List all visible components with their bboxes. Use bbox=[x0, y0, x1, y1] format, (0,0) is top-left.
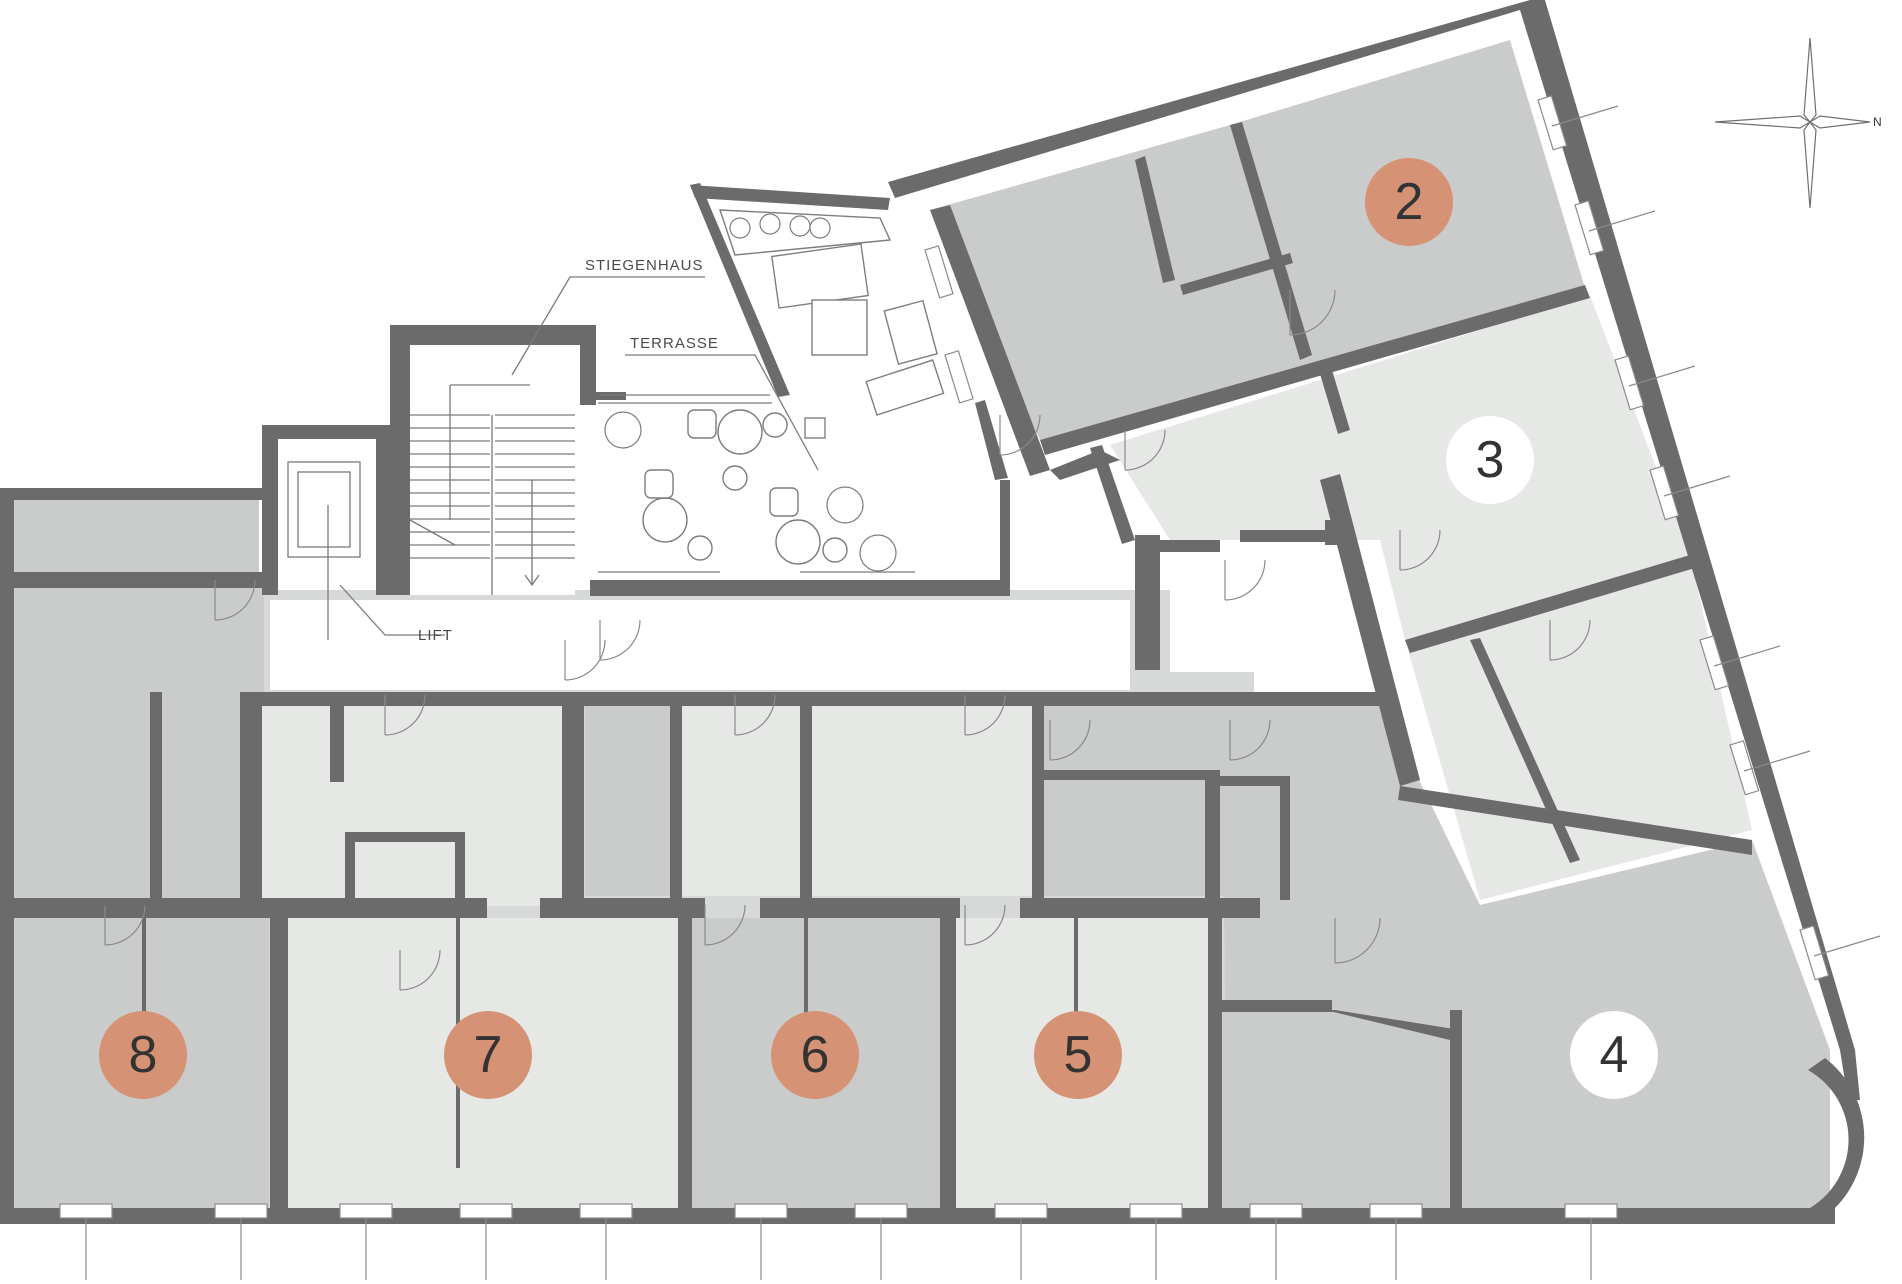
table-icon bbox=[775, 519, 821, 565]
unit-number: 2 bbox=[1395, 173, 1424, 231]
window-swing bbox=[1551, 105, 1619, 127]
door-swing bbox=[964, 694, 1006, 736]
window bbox=[924, 245, 954, 299]
terrace-furniture bbox=[598, 209, 945, 573]
window bbox=[1729, 740, 1760, 796]
unit-2-area[interactable] bbox=[930, 40, 1585, 440]
window bbox=[459, 1203, 513, 1219]
facade-windows bbox=[924, 95, 1881, 981]
unit-badge-3[interactable]: 3 bbox=[1446, 416, 1534, 504]
plant-icon bbox=[789, 215, 811, 237]
table-icon bbox=[717, 409, 763, 455]
north-label: N bbox=[1873, 115, 1882, 129]
chair-icon bbox=[722, 465, 748, 491]
doors bbox=[104, 289, 1591, 991]
chair-icon bbox=[687, 409, 717, 439]
plant-icon bbox=[809, 217, 831, 239]
window-swing bbox=[1588, 210, 1656, 232]
door-swing bbox=[1289, 289, 1336, 336]
window bbox=[59, 1203, 113, 1219]
window bbox=[339, 1203, 393, 1219]
unit-number: 7 bbox=[474, 1026, 503, 1084]
door-swing bbox=[104, 904, 146, 946]
door-swing bbox=[1229, 719, 1271, 761]
plant-icon bbox=[859, 534, 897, 572]
unit-number: 6 bbox=[801, 1026, 830, 1084]
window-swing bbox=[1628, 365, 1696, 387]
unit-badge-7[interactable]: 7 bbox=[444, 1011, 532, 1099]
sofa-icon bbox=[883, 299, 938, 366]
window bbox=[1564, 1203, 1618, 1219]
bottom-windows bbox=[59, 1203, 1618, 1280]
unit-number: 8 bbox=[129, 1026, 158, 1084]
door-swing bbox=[564, 639, 606, 681]
unit-number: 5 bbox=[1064, 1026, 1093, 1084]
door-swing bbox=[599, 619, 641, 661]
plant-icon bbox=[826, 486, 864, 524]
door-swing bbox=[999, 414, 1041, 456]
door-swing bbox=[399, 949, 441, 991]
door-swing bbox=[1124, 429, 1166, 471]
compass-rose-icon: N bbox=[1714, 37, 1882, 209]
window-swing bbox=[1743, 750, 1811, 772]
window bbox=[1614, 355, 1645, 411]
unit-badge-5[interactable]: 5 bbox=[1034, 1011, 1122, 1099]
window bbox=[994, 1203, 1048, 1219]
window-swing bbox=[1713, 645, 1781, 667]
unit-number: 4 bbox=[1600, 1026, 1629, 1084]
unit-badge-8[interactable]: 8 bbox=[99, 1011, 187, 1099]
labels: STIEGENHAUS TERRASSE LIFT bbox=[339, 257, 819, 644]
window bbox=[1574, 200, 1605, 256]
window bbox=[854, 1203, 908, 1219]
plant-icon bbox=[604, 411, 642, 449]
door-swing bbox=[214, 579, 256, 621]
unit-badges: 2 3 4 5 6 7 8 bbox=[99, 158, 1658, 1099]
stairwell-label: STIEGENHAUS bbox=[585, 257, 704, 274]
door-swing bbox=[1334, 917, 1381, 964]
unit-badge-6[interactable]: 6 bbox=[771, 1011, 859, 1099]
terrace-label: TERRASSE bbox=[630, 335, 719, 352]
chair-icon bbox=[762, 412, 788, 438]
table-icon bbox=[642, 497, 688, 543]
walls bbox=[0, 0, 1865, 1224]
staircase bbox=[409, 384, 575, 595]
window bbox=[1699, 635, 1730, 691]
window bbox=[1129, 1203, 1183, 1219]
window bbox=[1537, 95, 1568, 151]
door-swing bbox=[704, 904, 746, 946]
window-swing bbox=[1663, 475, 1731, 497]
chair-icon bbox=[769, 487, 799, 517]
chair-icon bbox=[644, 469, 674, 499]
unit-badge-4[interactable]: 4 bbox=[1570, 1011, 1658, 1099]
door-swing bbox=[1399, 529, 1441, 571]
door-swing bbox=[1549, 619, 1591, 661]
window-swing bbox=[1813, 935, 1881, 957]
window bbox=[1249, 1203, 1303, 1219]
door-swing bbox=[1224, 559, 1266, 601]
unit-3-area[interactable] bbox=[1110, 296, 1690, 640]
door-swing bbox=[734, 694, 776, 736]
window bbox=[944, 350, 974, 404]
window bbox=[1649, 465, 1680, 521]
plant-icon bbox=[759, 213, 781, 235]
chair-icon bbox=[687, 535, 713, 561]
window bbox=[579, 1203, 633, 1219]
lift-shaft bbox=[287, 461, 361, 640]
unit-badge-2[interactable]: 2 bbox=[1365, 158, 1453, 246]
window bbox=[214, 1203, 268, 1219]
plant-icon bbox=[729, 217, 751, 239]
table-icon bbox=[811, 299, 868, 356]
lift-label: LIFT bbox=[418, 627, 453, 644]
window bbox=[734, 1203, 788, 1219]
door-swing bbox=[964, 904, 1006, 946]
chair-icon bbox=[822, 537, 848, 563]
window bbox=[1799, 925, 1830, 981]
unit-number: 3 bbox=[1476, 431, 1505, 489]
window bbox=[1369, 1203, 1423, 1219]
planter-box bbox=[865, 359, 945, 416]
door-swing bbox=[1049, 719, 1091, 761]
door-swing bbox=[384, 694, 426, 736]
